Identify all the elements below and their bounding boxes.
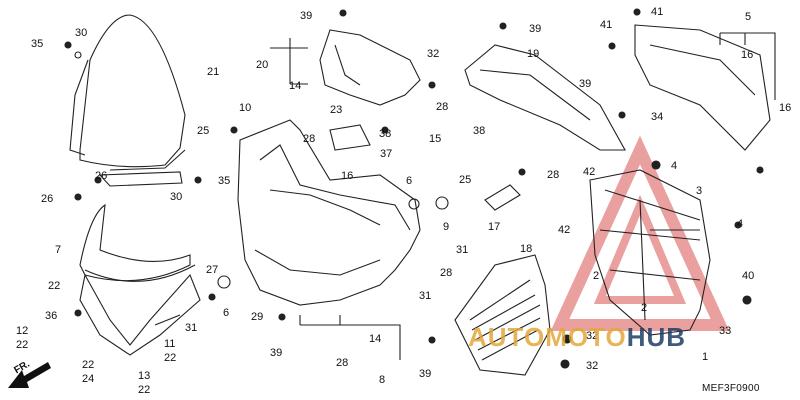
- callout-15: 15: [429, 133, 442, 145]
- callout-2b: 2: [641, 302, 648, 314]
- callout-12: 12: [16, 325, 29, 337]
- callout-38a: 38: [379, 128, 392, 140]
- callout-34: 34: [651, 111, 664, 123]
- bracket-upper: [319, 29, 421, 106]
- callout-28a: 28: [436, 101, 449, 113]
- side-cover-right: [634, 24, 771, 151]
- callout-39b: 39: [529, 23, 542, 35]
- callout-42b: 42: [558, 224, 571, 236]
- callout-39d: 39: [270, 347, 283, 359]
- cowl-stay: [589, 169, 711, 336]
- callout-17: 17: [488, 221, 501, 233]
- callout-39c: 39: [579, 78, 592, 90]
- callout-22c: 22: [164, 352, 177, 364]
- callout-30b: 30: [170, 191, 183, 203]
- callout-11: 11: [164, 338, 176, 350]
- callout-28c: 28: [547, 169, 560, 181]
- callout-10: 10: [239, 102, 252, 114]
- callout-26b: 26: [41, 193, 54, 205]
- trim-piece: [79, 203, 191, 282]
- callout-7: 7: [55, 244, 62, 256]
- windscreen-part: [79, 14, 186, 168]
- callout-19: 19: [527, 48, 540, 60]
- watermark-text: AUTOMOTOHUB: [468, 322, 686, 353]
- callout-8: 8: [379, 374, 386, 386]
- callout-18: 18: [520, 243, 533, 255]
- callout-20: 20: [256, 59, 269, 71]
- callout-4a: 4: [671, 160, 678, 172]
- callout-32c: 32: [586, 360, 599, 372]
- part-outlines: [64, 8, 776, 376]
- callout-28e: 28: [336, 357, 349, 369]
- callout-24: 24: [82, 373, 95, 385]
- callout-26a: 26: [95, 170, 108, 182]
- callout-14a: 14: [289, 80, 302, 92]
- callout-16a: 16: [741, 49, 754, 61]
- callout-37: 37: [380, 148, 393, 160]
- callout-4b: 4: [737, 218, 744, 230]
- callout-22b: 22: [16, 339, 29, 351]
- callout-16b: 16: [779, 102, 792, 114]
- diagram-code: MEF3F0900: [702, 383, 760, 394]
- callout-5: 5: [745, 11, 752, 23]
- grille-panel: [454, 254, 551, 376]
- callout-31a: 31: [456, 244, 469, 256]
- callout-6b: 6: [223, 307, 230, 319]
- callout-1: 1: [702, 351, 709, 363]
- callout-41b: 41: [651, 6, 664, 18]
- callout-38b: 38: [473, 125, 486, 137]
- callout-42a: 42: [583, 166, 596, 178]
- callout-39a: 39: [300, 10, 313, 22]
- front-arrow-icon: [8, 362, 51, 388]
- callout-35b: 35: [218, 175, 231, 187]
- callout-29: 29: [251, 311, 264, 323]
- callout-30: 30: [75, 27, 88, 39]
- callout-27: 27: [206, 264, 219, 276]
- callout-40: 40: [742, 270, 755, 282]
- callout-22a: 22: [48, 280, 61, 292]
- callout-13: 13: [138, 370, 151, 382]
- callout-16c: 16: [341, 170, 354, 182]
- callout-36: 36: [45, 310, 58, 322]
- callout-25a: 25: [197, 125, 210, 137]
- callout-28b: 28: [303, 133, 316, 145]
- callout-22e: 22: [138, 384, 151, 396]
- lower-garnish: [79, 273, 201, 356]
- callout-23: 23: [330, 104, 343, 116]
- watermark-part1: AUTOMOTO: [468, 322, 627, 352]
- callout-22d: 22: [82, 359, 95, 371]
- callout-2a: 2: [593, 270, 600, 282]
- callout-25b: 25: [459, 174, 472, 186]
- inner-panel-right: [464, 44, 626, 151]
- callout-39e: 39: [419, 368, 432, 380]
- callout-32a: 32: [427, 48, 440, 60]
- callout-35: 35: [31, 38, 44, 50]
- watermark-part2: HUB: [626, 322, 687, 352]
- callout-9: 9: [443, 221, 450, 233]
- callout-31b: 31: [419, 290, 432, 302]
- inner-panel: [329, 124, 371, 151]
- callout-6a: 6: [406, 175, 413, 187]
- callout-32b: 32: [586, 330, 599, 342]
- callout-28d: 28: [440, 267, 453, 279]
- callout-41a: 41: [600, 19, 613, 31]
- front-cowl: [237, 119, 421, 306]
- callout-21: 21: [207, 66, 220, 78]
- callout-33: 33: [719, 325, 732, 337]
- callout-14b: 14: [369, 333, 382, 345]
- callout-31c: 31: [185, 322, 198, 334]
- callout-3: 3: [696, 185, 703, 197]
